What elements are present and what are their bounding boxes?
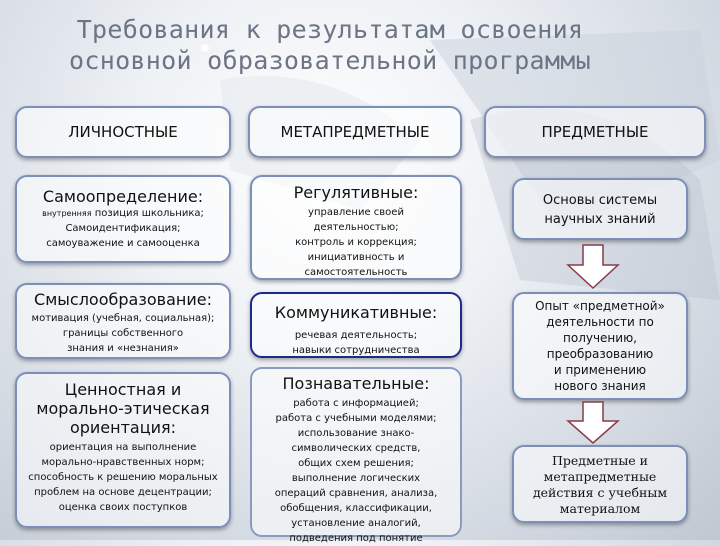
title-line-2: основной образовательной программы bbox=[69, 46, 591, 75]
box-text-line: получению, bbox=[563, 331, 637, 345]
column-header-metasubject: МЕТАПРЕДМЕТНЫЕ bbox=[248, 106, 462, 158]
box-text-line: внутренняя позиция школьника; bbox=[17, 206, 229, 221]
box-heading: ориентация: bbox=[69, 418, 177, 437]
title-line-1: Требования к результатам освоения bbox=[76, 15, 584, 44]
box-text-line: способность к решению моральных bbox=[28, 472, 218, 483]
box-heading: Регулятивные: bbox=[293, 183, 419, 202]
column-header-personal: ЛИЧНОСТНЫЕ bbox=[15, 106, 231, 158]
box-text-line: подведения под понятие bbox=[289, 533, 423, 544]
box-text-line: научных знаний bbox=[544, 212, 656, 227]
box-text-line: мотивация (учебная, социальная); bbox=[31, 313, 215, 324]
box-text-line: символических средств, bbox=[291, 443, 421, 454]
box-text-line: знания и «незнания» bbox=[67, 343, 179, 354]
box-text-line: деятельностью; bbox=[313, 222, 399, 233]
box-text-line: Самоидентификация; bbox=[65, 223, 181, 234]
box-text-rest: позиция школьника; bbox=[91, 208, 204, 219]
box-text-line: действия с учебным bbox=[532, 485, 668, 500]
box-communicative: Коммуникативные: речевая деятельность; н… bbox=[250, 292, 462, 358]
box-text-line: контроль и коррекция; bbox=[295, 237, 417, 248]
box-text-line: Основы системы bbox=[542, 193, 658, 208]
column-header-label: МЕТАПРЕДМЕТНЫЕ bbox=[280, 123, 430, 141]
box-text-line: работа с учебными моделями; bbox=[275, 413, 437, 424]
box-heading: Ценностная и bbox=[64, 380, 182, 399]
box-cognitive: Познавательные: работа с информацией; ра… bbox=[250, 367, 462, 544]
box-text-line: границы собственного bbox=[62, 328, 184, 339]
column-header-subject: ПРЕДМЕТНЫЕ bbox=[484, 106, 706, 158]
box-text-line: выполнение логических bbox=[291, 473, 421, 484]
box-text-line: преобразованию bbox=[546, 347, 654, 361]
box-text-line: метапредметные bbox=[543, 469, 657, 484]
box-text-line: морально-нравственных норм; bbox=[41, 457, 205, 468]
box-text-line: речевая деятельность; bbox=[294, 330, 418, 341]
down-arrow-icon bbox=[566, 244, 620, 290]
box-text-line: управление своей bbox=[308, 207, 404, 218]
column-header-label: ЛИЧНОСТНЫЕ bbox=[68, 123, 178, 141]
box-heading: Самоопределение: bbox=[42, 187, 204, 206]
box-text-line: обобщения, классификации, bbox=[280, 503, 432, 514]
box-heading: Смыслообразование: bbox=[34, 290, 212, 309]
box-subject-actions: Предметные и метапредметные действия с у… bbox=[512, 445, 688, 523]
box-text-line: установление аналогий, bbox=[291, 518, 421, 529]
box-text-line: самоуважение и самооценка bbox=[46, 238, 200, 249]
box-text-line: операций сравнения, анализа, bbox=[274, 488, 438, 499]
box-text-line: навыки сотрудничества bbox=[292, 345, 420, 356]
box-heading: Познавательные: bbox=[282, 374, 430, 393]
box-text-line: самостоятельность bbox=[304, 267, 408, 278]
box-self-determination: Самоопределение: внутренняя позиция школ… bbox=[15, 175, 231, 263]
box-text-line: материалом bbox=[559, 501, 641, 516]
column-header-label: ПРЕДМЕТНЫЕ bbox=[541, 123, 649, 141]
box-text-line: проблем на основе децентрации; bbox=[34, 487, 212, 498]
box-text-line: оценка своих поступков bbox=[58, 502, 188, 513]
box-text-line: деятельности по bbox=[546, 315, 654, 329]
box-text-line: Предметные и bbox=[551, 453, 648, 468]
box-value-orientation: Ценностная и морально-этическая ориентац… bbox=[15, 372, 231, 528]
box-text-small: внутренняя bbox=[42, 209, 92, 218]
box-text-line: и применению bbox=[553, 363, 647, 377]
box-regulative: Регулятивные: управление своей деятельно… bbox=[250, 175, 462, 280]
box-text-line: использование знако- bbox=[297, 428, 415, 439]
box-text-line: инициативность и bbox=[307, 252, 405, 263]
page-title: Требования к результатам освоения основн… bbox=[30, 14, 630, 76]
box-heading: морально-этическая bbox=[36, 399, 210, 418]
box-text-line: нового знания bbox=[554, 379, 646, 393]
box-text-line: ориентация на выполнение bbox=[49, 442, 197, 453]
box-text-line: работа с информацией; bbox=[293, 398, 419, 409]
box-text-line: Опыт «предметной» bbox=[535, 299, 665, 313]
down-arrow-icon bbox=[566, 401, 620, 444]
box-subject-experience: Опыт «предметной» деятельности по получе… bbox=[512, 292, 688, 400]
box-text-line: общих схем решения; bbox=[298, 458, 414, 469]
box-meaning-formation: Смыслообразование: мотивация (учебная, с… bbox=[15, 283, 231, 359]
box-heading: Коммуникативные: bbox=[274, 303, 438, 322]
box-science-basics: Основы системы научных знаний bbox=[512, 178, 688, 240]
